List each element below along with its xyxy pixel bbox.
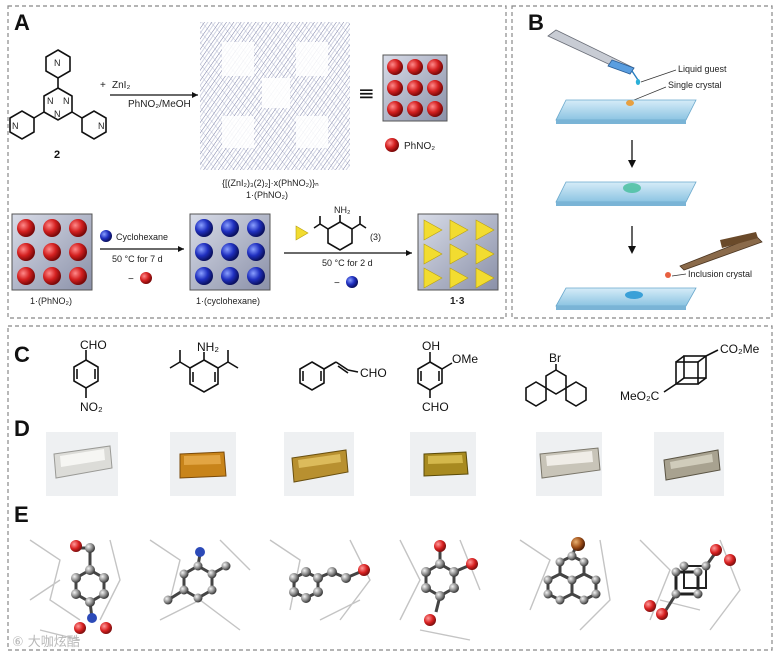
crystal-photo-3 bbox=[284, 432, 354, 496]
panel-letter-d: D bbox=[14, 416, 30, 441]
solvent-label: PhNO₂/MeOH bbox=[128, 99, 191, 110]
cyclohexane-label: Cyclohexane bbox=[116, 232, 168, 242]
ligand-2-structure: N N N N N N bbox=[9, 49, 107, 140]
crystal-photo-6 bbox=[654, 432, 724, 496]
single-crystal-pointer bbox=[633, 86, 667, 101]
c5-br: Br bbox=[549, 351, 561, 365]
panel-b-frame bbox=[511, 5, 773, 319]
pore-schematic-red bbox=[11, 213, 93, 291]
liquid-guest-pointer bbox=[640, 69, 677, 83]
xray-structure-1 bbox=[29, 539, 121, 641]
c4-oh: OH bbox=[422, 339, 440, 353]
cyclohexane-leaving-sphere bbox=[346, 276, 358, 288]
svg-text:N: N bbox=[98, 121, 105, 131]
glass-slide-1 bbox=[555, 99, 697, 124]
single-crystal-label: Single crystal bbox=[668, 80, 722, 90]
crystal-photo-1 bbox=[46, 432, 118, 496]
panel-letter-e: E bbox=[14, 502, 29, 527]
inclusion-crystal-label: Inclusion crystal bbox=[688, 269, 752, 279]
label-1-3: 1·3 bbox=[450, 296, 465, 307]
phno2-legend-label: PhNO₂ bbox=[404, 141, 435, 152]
step1-condition: 50 °C for 7 d bbox=[112, 254, 163, 264]
svg-text:N: N bbox=[63, 96, 70, 106]
molecule-c2 bbox=[169, 350, 239, 393]
panel-cde-frame bbox=[7, 325, 773, 651]
framework-label: 1·(PhNO₂) bbox=[246, 190, 288, 200]
label-1-phno2: 1·(PhNO₂) bbox=[30, 296, 72, 306]
zni2-reagent: ZnI₂ bbox=[112, 80, 130, 91]
panel-a-frame bbox=[7, 5, 507, 319]
c3-cho: CHO bbox=[360, 366, 387, 380]
cyclohexane-sphere bbox=[100, 230, 112, 242]
pore-schematic-blue bbox=[189, 213, 271, 291]
xray-structure-5 bbox=[519, 537, 611, 631]
c6-meo2c: MeO₂C bbox=[620, 389, 660, 403]
step2-condition: 50 °C for 2 d bbox=[322, 258, 373, 268]
guest-3-structure bbox=[313, 215, 367, 251]
guest-3-number: (3) bbox=[370, 232, 381, 242]
pore-schematic-yellow bbox=[417, 213, 499, 291]
guest-3-triangle bbox=[295, 225, 309, 241]
pipette-illustration bbox=[547, 29, 641, 85]
panel-letter-a: A bbox=[14, 10, 30, 35]
label-1-cyclohexane: 1·(cyclohexane) bbox=[196, 296, 260, 306]
framework-formula: {[(ZnI₂)₃(2)₂]·x(PhNO₂)}ₙ bbox=[222, 178, 319, 188]
crystal-photo-5 bbox=[536, 432, 602, 496]
c4-cho: CHO bbox=[422, 400, 449, 414]
phno2-leaving-sphere bbox=[140, 272, 152, 284]
c2-nh2: NH₂ bbox=[197, 340, 219, 354]
tweezers-illustration bbox=[665, 232, 763, 278]
c1-cho: CHO bbox=[80, 338, 107, 352]
xray-structure-6 bbox=[639, 539, 741, 631]
glass-slide-3 bbox=[555, 287, 697, 310]
xray-structure-4 bbox=[399, 539, 481, 641]
c4-ome: OMe bbox=[452, 352, 478, 366]
molecule-c5 bbox=[525, 364, 587, 407]
pore-schematic-red-top bbox=[382, 54, 448, 122]
panel-letter-b: B bbox=[528, 10, 544, 35]
molecule-c4 bbox=[417, 352, 453, 398]
molecule-c6 bbox=[663, 349, 719, 393]
ligand-2-number: 2 bbox=[54, 149, 60, 161]
plus-sign: + bbox=[100, 80, 106, 91]
phno2-legend-sphere bbox=[385, 138, 399, 152]
framework-structure-image bbox=[200, 22, 350, 170]
crystal-photo-2 bbox=[170, 432, 236, 496]
minus-red: − bbox=[128, 274, 134, 285]
liquid-guest-label: Liquid guest bbox=[678, 64, 727, 74]
minus-blue: − bbox=[334, 278, 340, 289]
c6-co2me: CO₂Me bbox=[720, 342, 760, 356]
svg-text:N: N bbox=[54, 58, 61, 68]
watermark: ⑥ 大咖炫酷 bbox=[12, 634, 80, 650]
xray-structure-3 bbox=[269, 539, 371, 621]
molecule-c1 bbox=[73, 350, 99, 398]
svg-text:N: N bbox=[54, 109, 61, 119]
molecule-c3 bbox=[299, 361, 359, 391]
glass-slide-2 bbox=[555, 181, 697, 206]
svg-text:N: N bbox=[47, 96, 54, 106]
equivalence-sign: ≡ bbox=[358, 81, 375, 105]
c1-no2: NO₂ bbox=[80, 400, 103, 414]
crystal-photo-4 bbox=[410, 432, 476, 496]
inclusion-crystal-pointer bbox=[671, 273, 687, 277]
svg-text:N: N bbox=[12, 121, 19, 131]
guest-3-nh2: NH₂ bbox=[334, 205, 351, 215]
panel-letter-c: C bbox=[14, 342, 30, 367]
xray-structure-2 bbox=[149, 539, 251, 631]
